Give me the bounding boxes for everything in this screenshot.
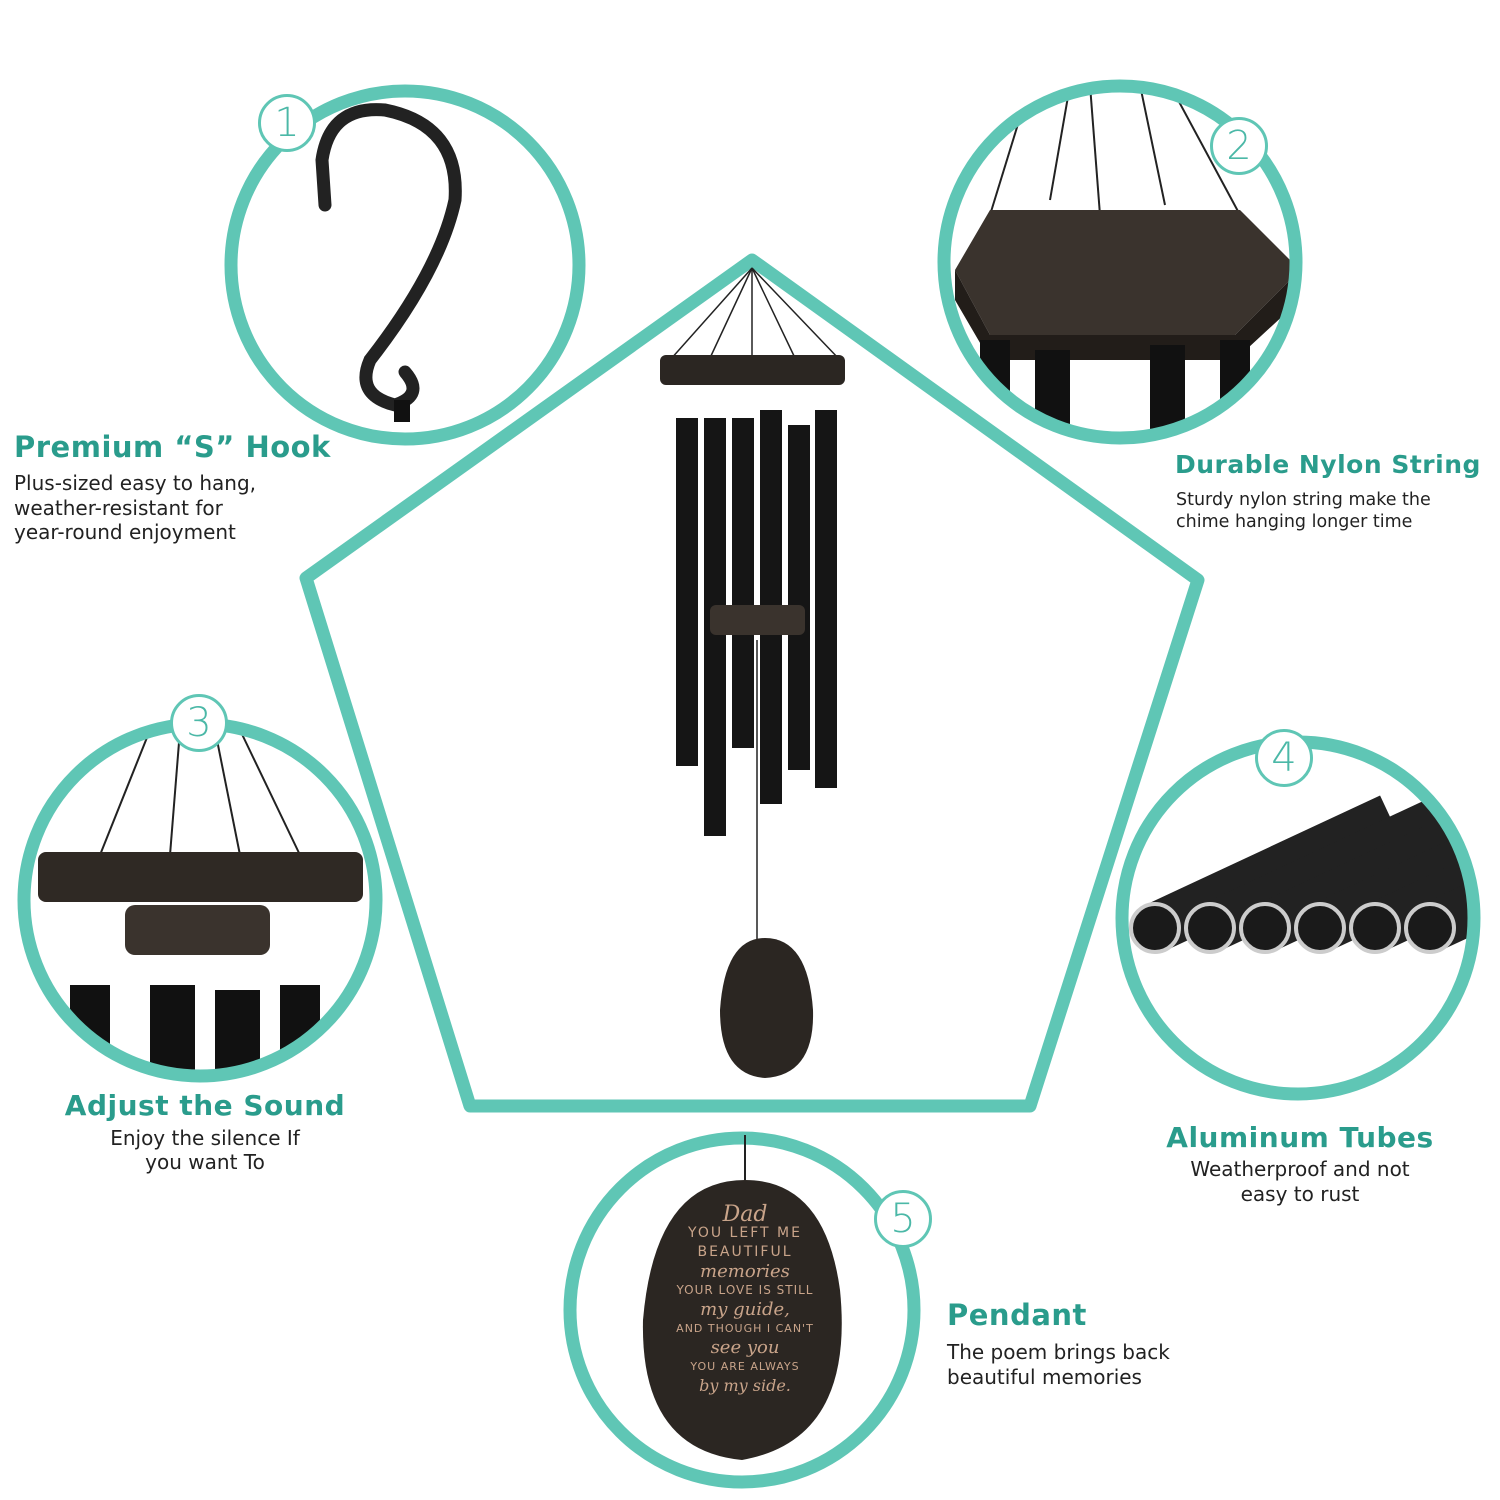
feature-number-badge: 1 xyxy=(258,94,316,152)
feature-description: The poem brings back beautiful memories xyxy=(947,1340,1170,1389)
poem-line: memories xyxy=(700,1261,790,1282)
feature-number-badge: 5 xyxy=(874,1190,932,1248)
feature-description: Weatherproof and not easy to rust xyxy=(1190,1157,1410,1206)
pendant-poem: Dad YOU LEFT ME BEAUTIFUL memories YOUR … xyxy=(655,1202,835,1396)
sound-adjust-detail-circle xyxy=(17,717,383,1083)
poem-line: YOU LEFT ME xyxy=(688,1225,802,1241)
feature-number-badge: 4 xyxy=(1255,729,1313,787)
feature-description: Sturdy nylon string make the chime hangi… xyxy=(1176,490,1431,532)
feature-number-badge: 2 xyxy=(1210,117,1268,175)
poem-line: my guide, xyxy=(700,1299,790,1320)
poem-line: YOU ARE ALWAYS xyxy=(690,1360,800,1373)
feature-title: Pendant xyxy=(947,1298,1087,1332)
wind-chime xyxy=(660,267,845,1078)
pentagon-frame xyxy=(299,253,1205,1113)
poem-line: Dad xyxy=(722,1202,768,1227)
poem-line: YOUR LOVE IS STILL xyxy=(676,1283,814,1297)
aluminum-tubes-detail-circle xyxy=(1115,735,1481,1101)
feature-title: Durable Nylon String xyxy=(1175,450,1481,479)
poem-line: by my side. xyxy=(699,1376,791,1395)
feature-description: Plus-sized easy to hang, weather-resista… xyxy=(14,471,257,544)
feature-title: Premium “S” Hook xyxy=(14,430,331,464)
poem-line: BEAUTIFUL xyxy=(697,1244,793,1260)
hook-detail-circle xyxy=(224,84,586,446)
feature-title: Adjust the Sound xyxy=(64,1089,346,1122)
poem-line: AND THOUGH I CAN'T xyxy=(676,1322,814,1335)
feature-description: Enjoy the silence If you want To xyxy=(110,1126,300,1174)
poem-line: see you xyxy=(710,1337,780,1358)
pendant-detail-circle xyxy=(563,1131,921,1489)
feature-title: Aluminum Tubes xyxy=(1166,1121,1434,1154)
feature-number-badge: 3 xyxy=(170,694,228,752)
